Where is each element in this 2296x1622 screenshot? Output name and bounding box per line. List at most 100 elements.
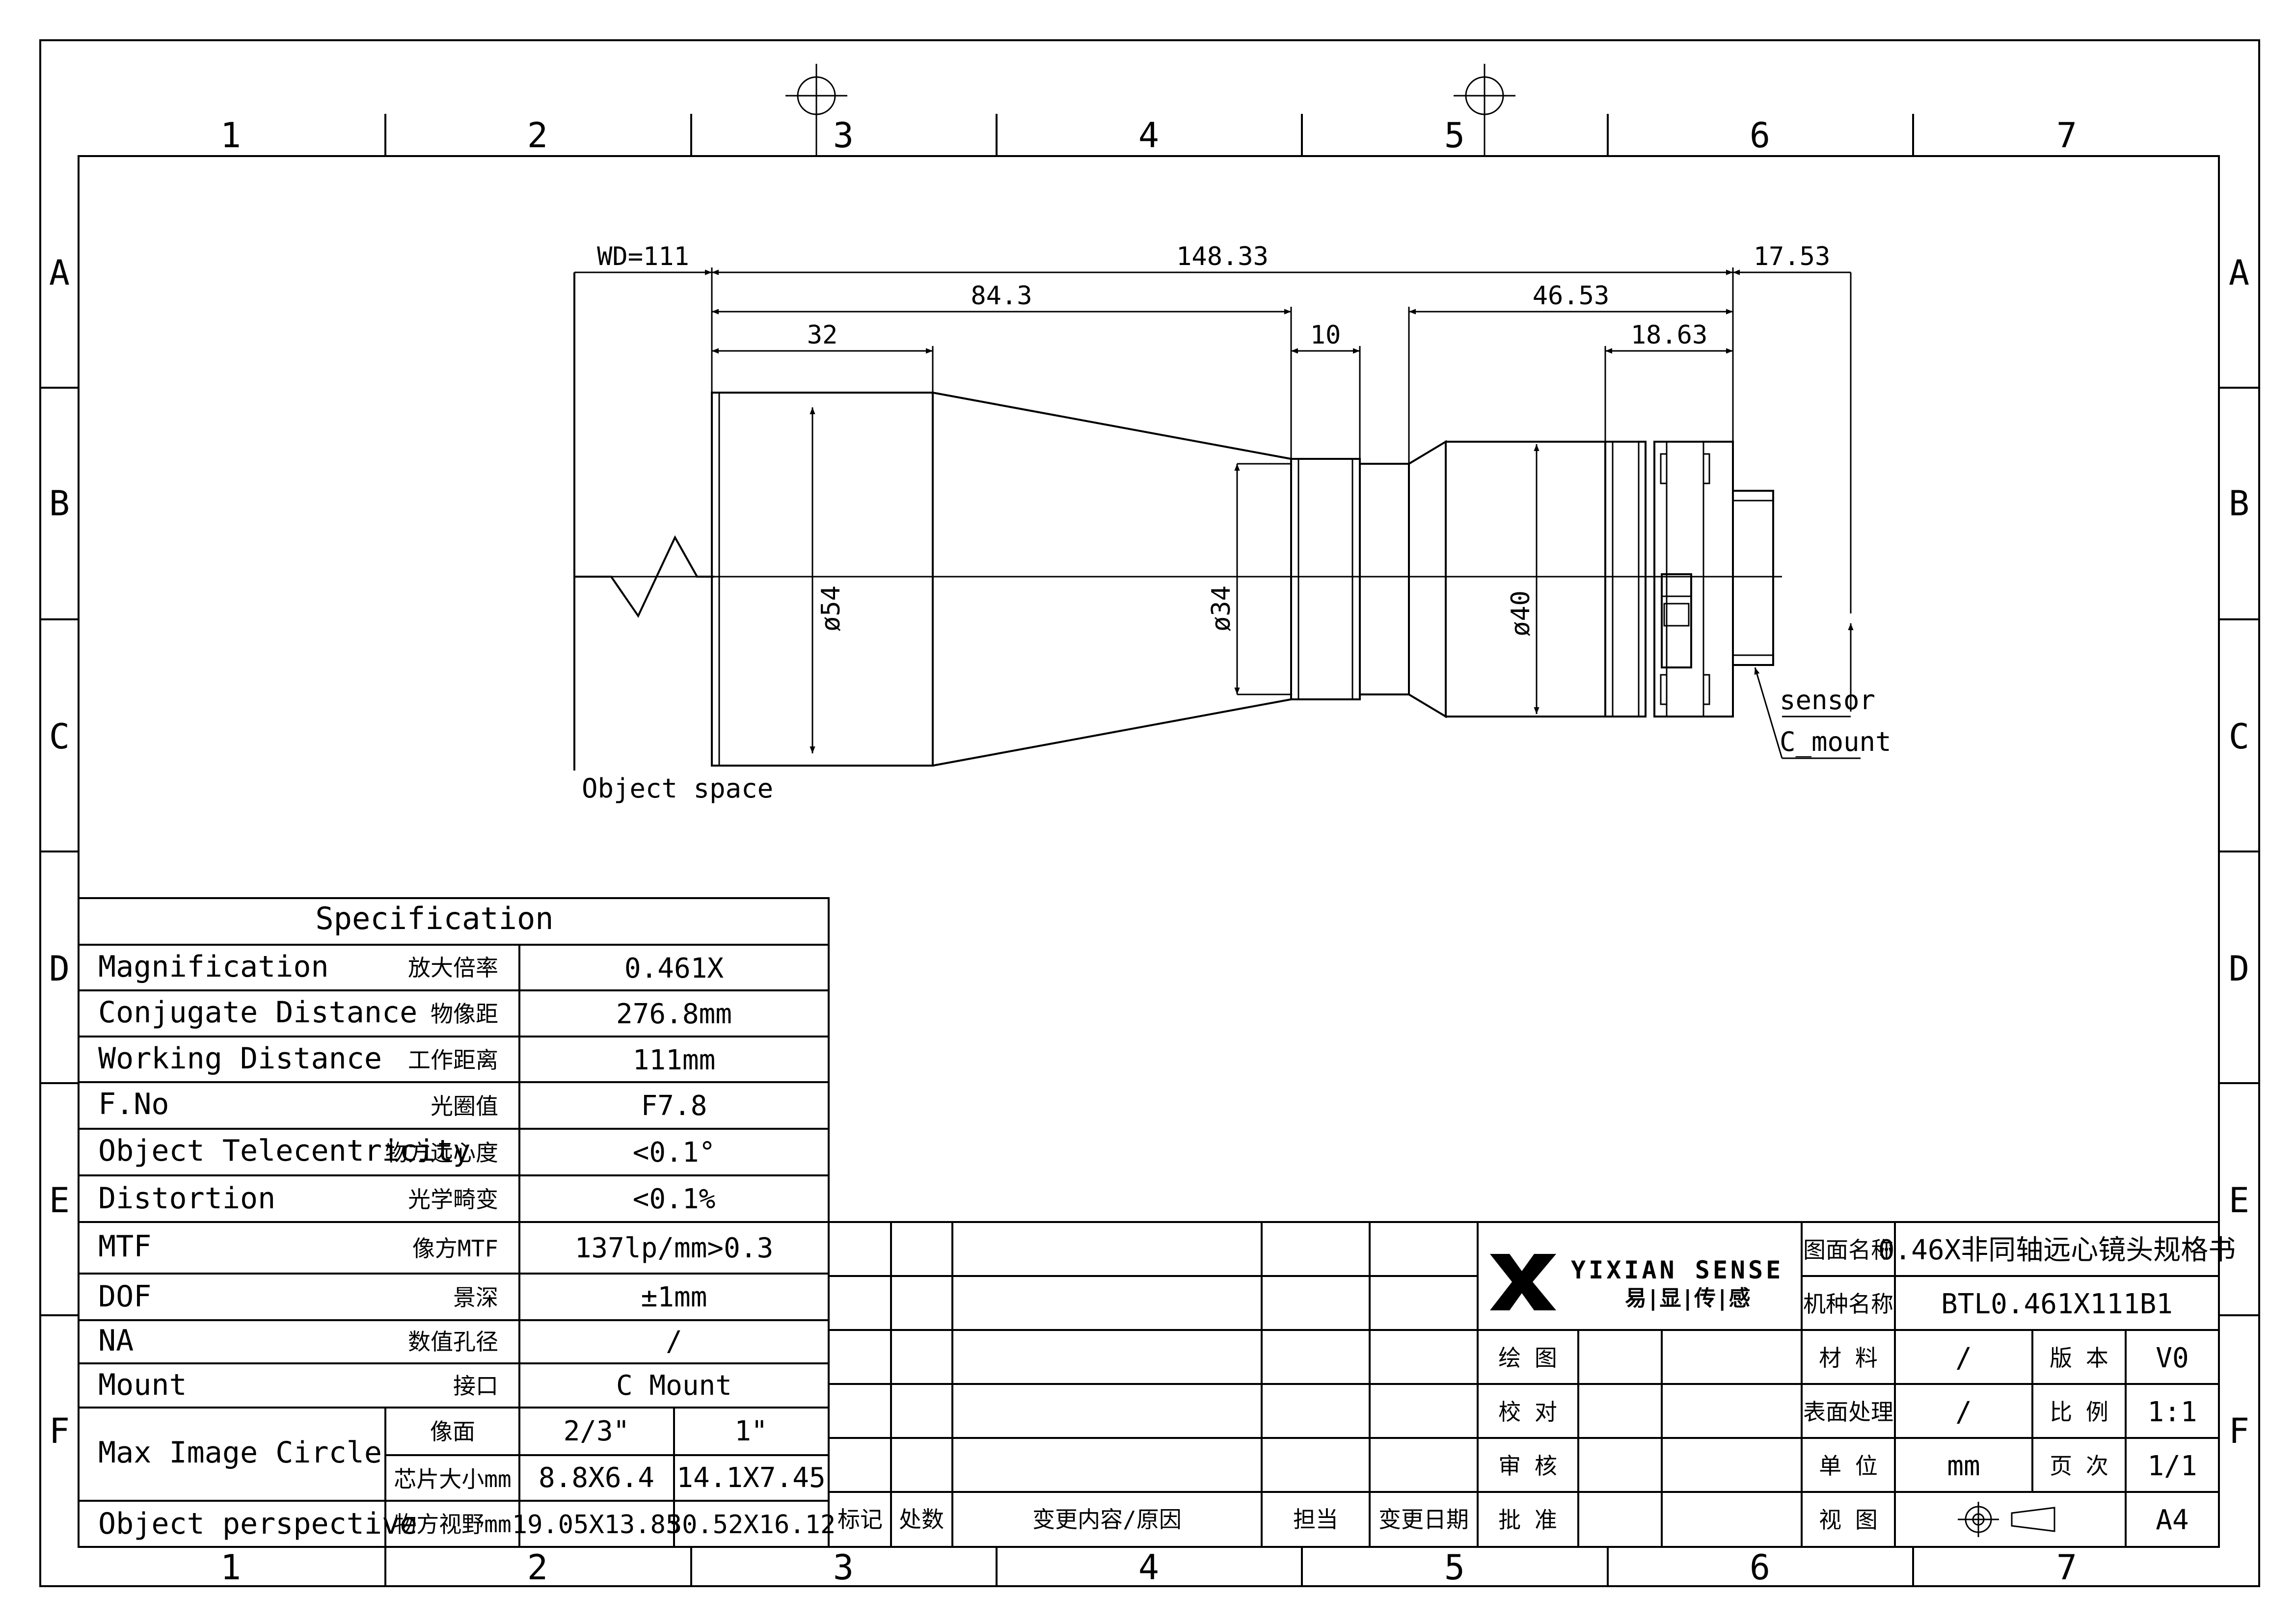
col-label-top: 2 (527, 115, 548, 156)
spec-row-label-cn: 数值孔径 (408, 1329, 498, 1355)
col-label-bottom: 3 (833, 1547, 854, 1588)
dim-dia-34: ø34 (1207, 585, 1236, 632)
spec-value: 0.461X (624, 953, 724, 984)
revision-header: 处数 (899, 1506, 944, 1533)
spec-row-label: Working Distance (98, 1041, 382, 1076)
unit-value: mm (1947, 1450, 1980, 1482)
page-label: 页 次 (2050, 1453, 2108, 1479)
col-label-top: 7 (2056, 115, 2077, 156)
revision-header: 变更内容/原因 (1032, 1506, 1182, 1533)
spec-row-label: F.No (98, 1087, 169, 1121)
version-value: V0 (2156, 1342, 2188, 1374)
col-label-bottom: 2 (527, 1547, 548, 1588)
spec-value: 30.52X16.12 (667, 1510, 836, 1540)
spec-value: 8.8X6.4 (539, 1462, 654, 1494)
row-label-right: B (2229, 483, 2249, 524)
row-label-left: B (49, 483, 70, 524)
view-label: 视 图 (1819, 1507, 1878, 1533)
dim-total: 148.33 (1176, 242, 1269, 271)
col-label-bottom: 6 (1750, 1547, 1770, 1588)
approval-label: 校 对 (1498, 1399, 1557, 1425)
material-label: 材 料 (1819, 1345, 1878, 1371)
spec-row-label: MTF (98, 1229, 151, 1264)
brand-name-cn: 易|显|传|感 (1625, 1286, 1750, 1311)
brand-name: YIXIAN SENSE (1571, 1256, 1783, 1284)
approval-label: 绘 图 (1498, 1345, 1557, 1371)
object-space-label: Object space (582, 773, 773, 804)
revision-header: 变更日期 (1378, 1506, 1469, 1533)
model-name: BTL0.461X111B1 (1941, 1288, 2173, 1320)
row-label-right: A (2229, 253, 2249, 293)
drawing-name-label: 图面名称 (1803, 1237, 1893, 1263)
dim-84-3: 84.3 (971, 281, 1032, 311)
spec-value: F7.8 (641, 1090, 707, 1122)
spec-row-label: Max Image Circle (98, 1436, 382, 1470)
spec-row-label-cn: 放大倍率 (408, 955, 498, 981)
spec-row-label: DOF (98, 1279, 151, 1314)
drawing-name: 0.46X非同轴远心镜头规格书 (1878, 1234, 2236, 1266)
dim-32: 32 (807, 320, 838, 350)
spec-value: 111mm (633, 1044, 716, 1076)
revision-header: 担当 (1293, 1506, 1338, 1533)
col-label-top: 3 (833, 115, 854, 156)
spec-row-label-cn: 接口 (453, 1373, 498, 1399)
approval-label: 批 准 (1498, 1507, 1557, 1533)
spec-row-label-cn: 光学畸变 (408, 1186, 498, 1213)
spec-value: 2/3" (564, 1415, 630, 1447)
row-label-left: F (49, 1411, 70, 1451)
spec-row-label-cn: 物方远心度 (385, 1140, 498, 1166)
spec-value: / (666, 1326, 682, 1357)
col-label-bottom: 5 (1444, 1547, 1465, 1588)
scale-label: 比 例 (2050, 1399, 2108, 1425)
spec-value: 14.1X7.45 (676, 1462, 825, 1494)
col-label-top: 4 (1138, 115, 1159, 156)
spec-row-label-cn: 工作距离 (408, 1047, 498, 1073)
col-label-top: 1 (220, 115, 241, 156)
spec-value: 19.05X13.85 (512, 1510, 681, 1540)
centering-mark-icon (785, 64, 1515, 156)
surface-value: / (1955, 1396, 1972, 1428)
spec-row-label: Object Telecentricity (98, 1134, 471, 1168)
spec-value: 137lp/mm>0.3 (575, 1232, 774, 1264)
spec-value: <0.1% (633, 1183, 716, 1215)
row-label-right: E (2229, 1180, 2249, 1221)
spec-row-label-cn: 像方MTF (412, 1235, 498, 1262)
row-label-left: E (49, 1180, 70, 1221)
page-value: 1/1 (2147, 1450, 2197, 1482)
projection-symbol-icon (1958, 1502, 2055, 1537)
material-value: / (1955, 1342, 1972, 1374)
dim-18-63: 18.63 (1631, 320, 1708, 350)
title-block: YIXIAN SENSE 易|显|传|感 图面名称 机种名称 绘 图 校 对 审… (1478, 1221, 2236, 1547)
spec-row-label: Magnification (98, 950, 329, 984)
dimension-lines (574, 267, 1851, 464)
model-label: 机种名称 (1803, 1291, 1893, 1317)
unit-label: 单 位 (1819, 1453, 1878, 1479)
row-label-right: C (2229, 717, 2249, 757)
revision-block: 标记 处数 变更内容/原因 担当 变更日期 (829, 1221, 1479, 1547)
spec-row-label: NA (98, 1324, 134, 1358)
spec-row-label: Distortion (98, 1181, 275, 1216)
paper-size: A4 (2156, 1504, 2188, 1536)
row-label-left: C (49, 717, 70, 757)
dim-46-53: 46.53 (1533, 281, 1610, 311)
spec-sub-label: 像面 (430, 1418, 475, 1445)
lens-outline (573, 272, 1861, 771)
sensor-label: sensor (1780, 685, 1875, 716)
scale-value: 1:1 (2147, 1396, 2197, 1428)
col-label-top: 5 (1444, 115, 1465, 156)
revision-header: 标记 (837, 1506, 883, 1533)
spec-sub-label: 芯片大小mm (394, 1466, 511, 1492)
dim-wd: WD=111 (597, 242, 689, 271)
dim-dia-40: ø40 (1506, 590, 1536, 637)
spec-value: <0.1° (633, 1137, 716, 1169)
spec-row-label: Object perspective (98, 1507, 417, 1541)
col-label-bottom: 4 (1138, 1547, 1159, 1588)
dim-dia-54: ø54 (816, 585, 846, 632)
col-label-bottom: 7 (2056, 1547, 2077, 1588)
approval-label: 审 核 (1498, 1453, 1557, 1479)
row-label-right: F (2229, 1411, 2249, 1451)
version-label: 版 本 (2050, 1345, 2108, 1371)
row-label-left: D (49, 949, 70, 989)
drawing-frame: 1 2 3 4 5 6 7 1 2 3 4 5 6 7 A B C D E F … (39, 39, 2260, 1588)
